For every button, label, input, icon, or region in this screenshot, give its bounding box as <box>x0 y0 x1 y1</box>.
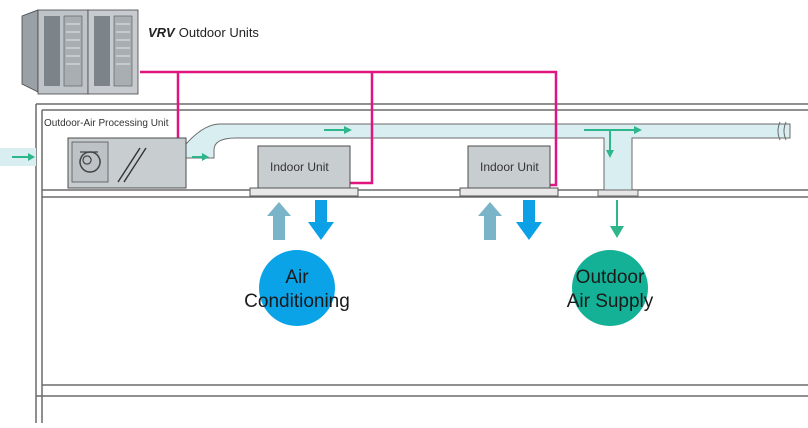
building-outline <box>35 103 808 423</box>
outdoor-air-supply-line1: Outdoor <box>575 267 645 288</box>
processing-unit-label: Outdoor-Air Processing Unit <box>44 118 169 129</box>
air-conditioning-line2: Conditioning <box>244 291 350 312</box>
air-conditioning-circle <box>259 250 335 326</box>
indoor-unit-1-label: Indoor Unit <box>270 160 329 174</box>
outdoor-air-supply-label: Outdoor Air Supply <box>539 266 681 314</box>
supply-duct <box>185 123 791 197</box>
outdoor-units-text: Outdoor Units <box>178 25 259 40</box>
return-air-arrows <box>267 202 502 240</box>
airflow-arrows <box>12 126 642 161</box>
indoor-unit-2-label: Indoor Unit <box>480 160 539 174</box>
indoor-unit-2 <box>459 145 559 197</box>
duct-break-mark <box>777 121 787 141</box>
outdoor-air-processing-unit <box>67 137 187 189</box>
air-conditioning-line1: Air <box>285 267 309 288</box>
filter-icon <box>117 147 141 183</box>
outdoor-air-supply-line2: Air Supply <box>566 291 654 312</box>
outdoor-air-supply-circle <box>572 250 648 326</box>
vrv-brand: VRV <box>148 25 175 40</box>
refrigerant-piping <box>140 70 558 187</box>
indoor-unit-1 <box>249 145 359 197</box>
supply-air-arrows <box>308 200 542 240</box>
air-conditioning-label: Air Conditioning <box>226 266 368 314</box>
outdoor-air-supply-arrow <box>610 200 624 238</box>
diffuser-grille <box>597 189 639 197</box>
vrv-outdoor-units-icon <box>21 9 139 95</box>
fan-icon <box>79 151 101 173</box>
